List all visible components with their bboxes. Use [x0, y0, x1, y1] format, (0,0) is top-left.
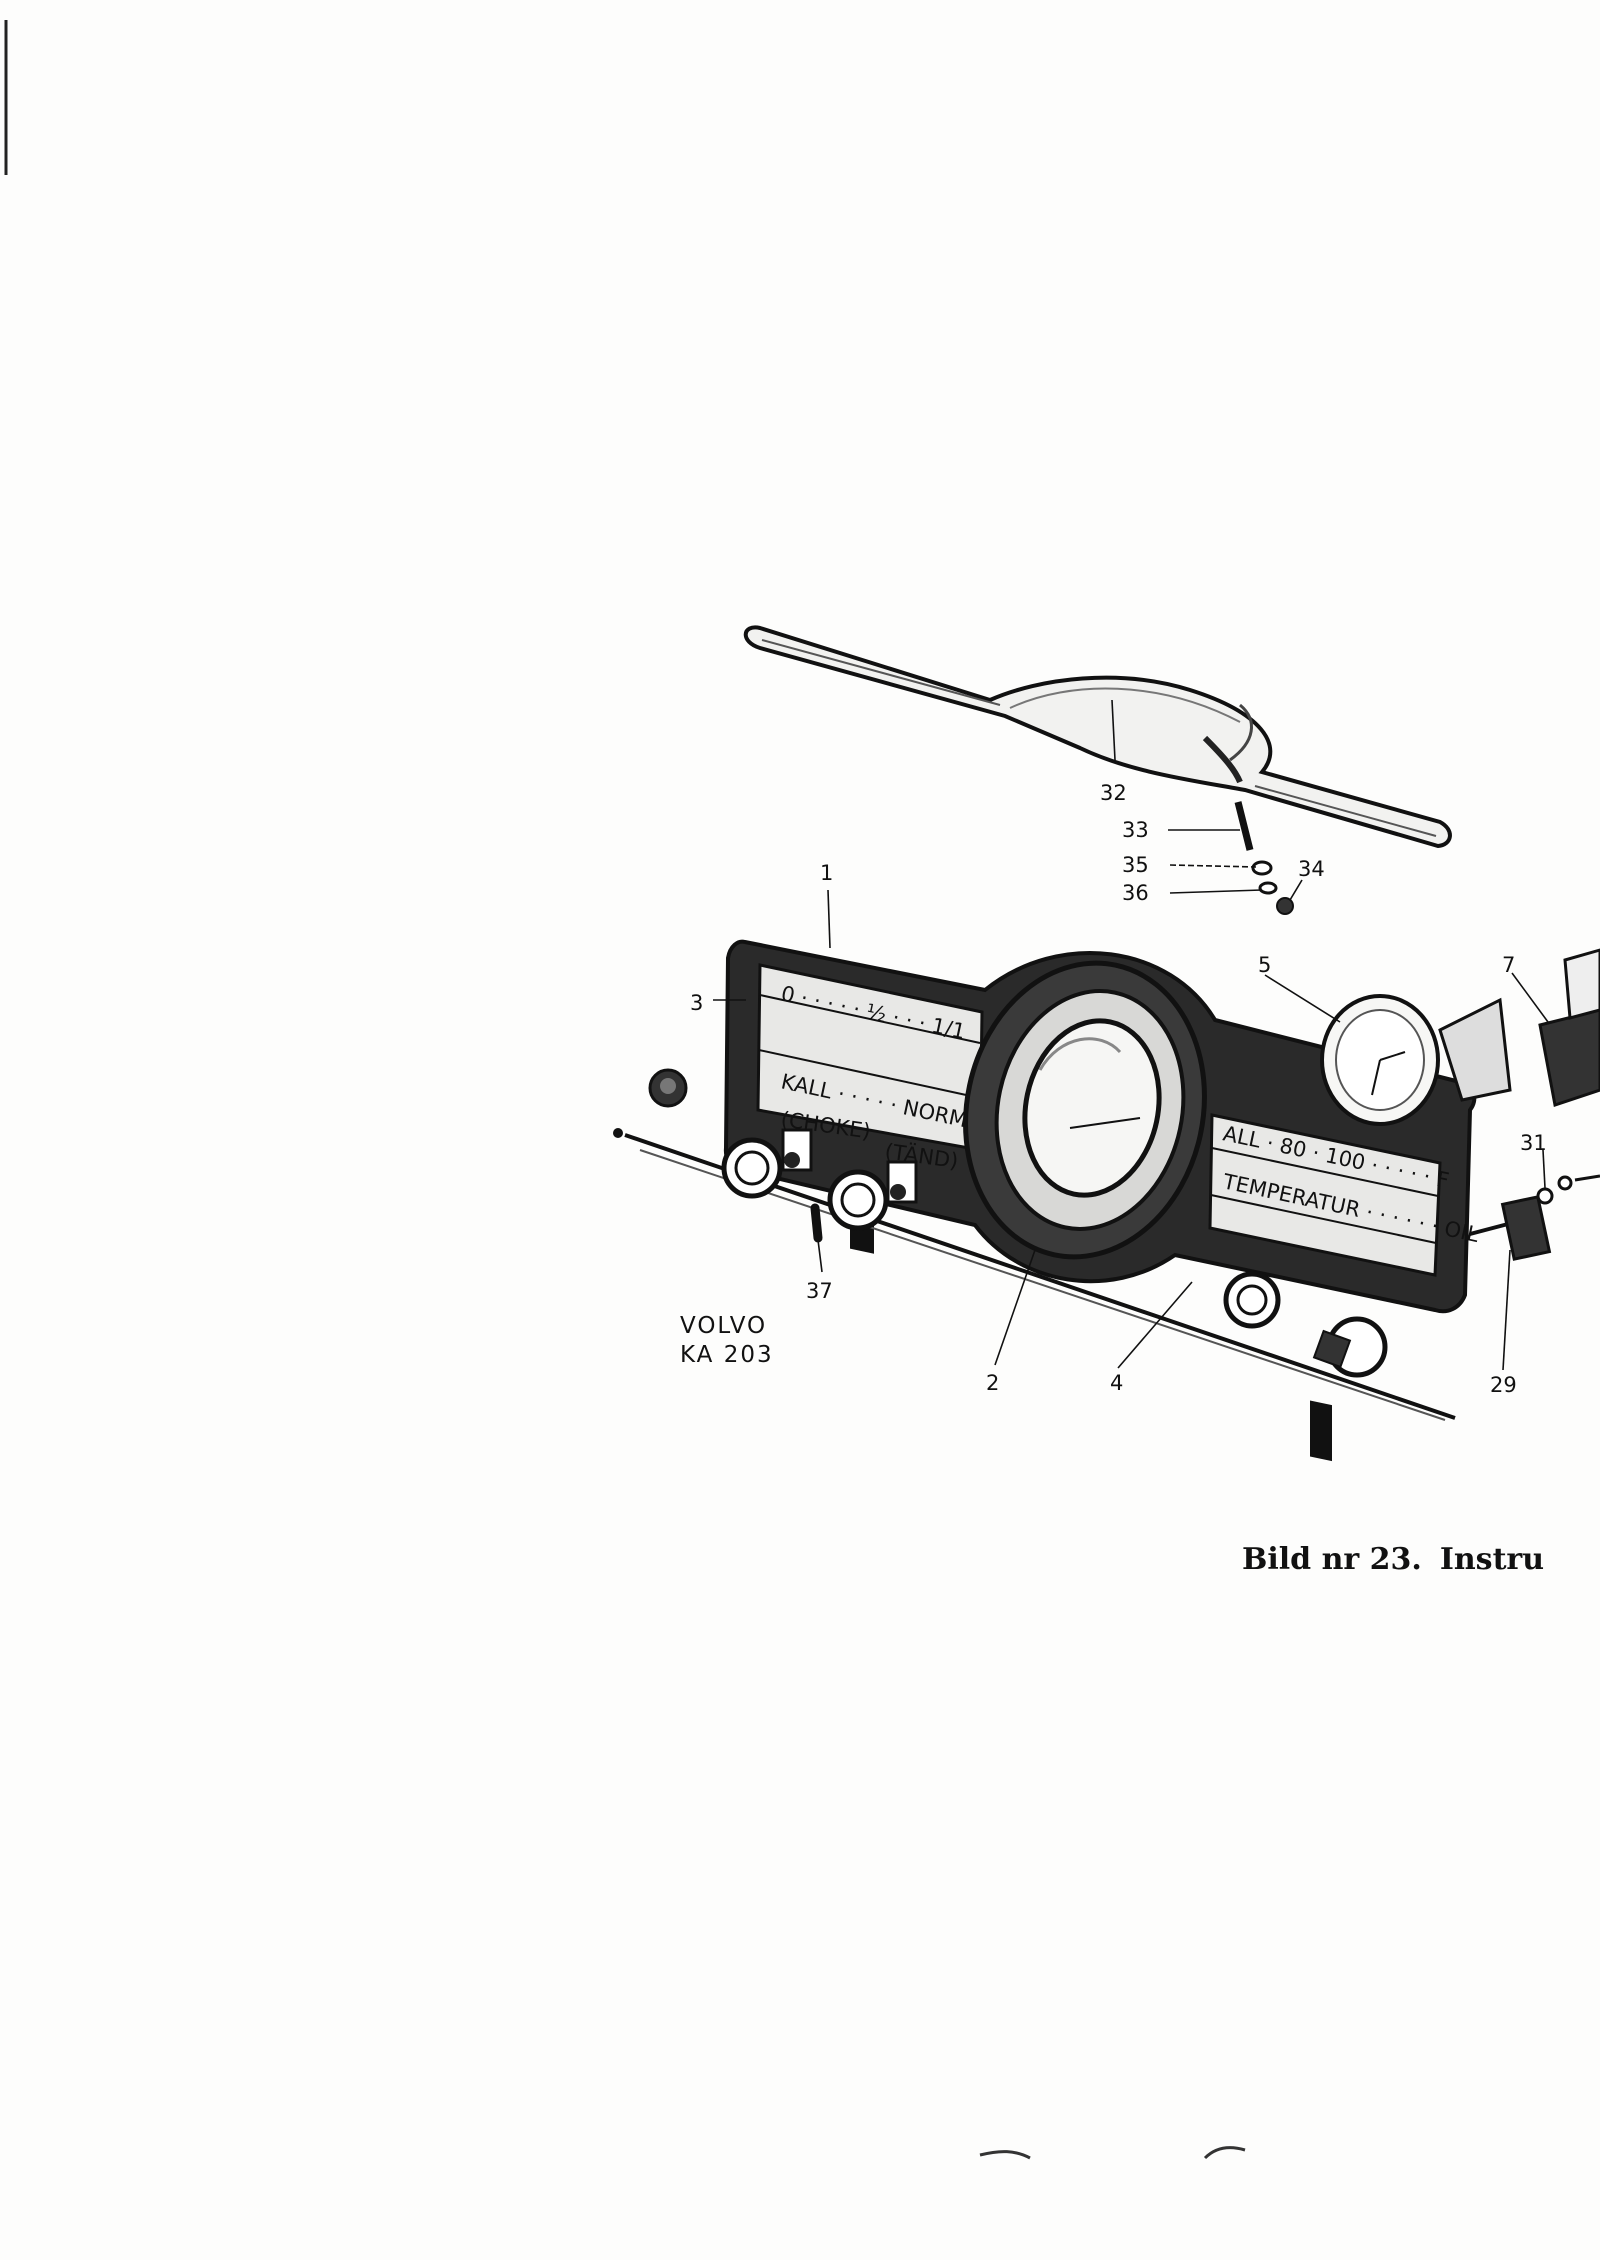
leader-lines	[713, 699, 1549, 1371]
page-mark	[979, 2150, 1031, 2160]
model-label: VOLVO KA 203	[680, 1312, 774, 1370]
caption-title: Instru	[1439, 1542, 1545, 1577]
choke-switch	[721, 1128, 813, 1199]
callout-37: 37	[806, 1279, 833, 1303]
knob	[648, 1068, 688, 1108]
callout-33: 33	[1122, 818, 1149, 842]
callout-4: 4	[1110, 1371, 1123, 1395]
plate-knob-lower	[1223, 1271, 1388, 1378]
screw-and-washers	[1234, 801, 1294, 915]
instrument-panel-housing: 0 · · · · · ½ · · · 1/1 KALL · · · · · N…	[723, 939, 1481, 1462]
callout-5: 5	[1258, 953, 1271, 977]
model-label-line1: VOLVO	[680, 1313, 768, 1339]
bulb-holder-part-29	[1469, 1195, 1552, 1261]
ignition-switch	[810, 1160, 918, 1243]
washer-part-31	[1536, 1174, 1600, 1205]
callout-34: 34	[1298, 857, 1325, 881]
callout-36: 36	[1122, 881, 1149, 905]
callout-7: 7	[1502, 953, 1515, 977]
callout-32: 32	[1100, 781, 1127, 805]
callout-29: 29	[1490, 1373, 1517, 1397]
page-mark	[1203, 2146, 1246, 2160]
bracket-part-7	[1538, 948, 1600, 1107]
speedometer-ring	[963, 960, 1207, 1260]
dashboard-plate	[613, 1068, 1456, 1421]
model-label-line2: KA 203	[680, 1341, 774, 1368]
clock-gauge	[1320, 994, 1512, 1126]
callout-3: 3	[690, 991, 703, 1015]
caption-number: Bild nr 23.	[1242, 1542, 1422, 1577]
callout-31: 31	[1520, 1131, 1547, 1155]
dashboard-trim-strip	[743, 625, 1452, 849]
callout-35: 35	[1122, 853, 1149, 877]
callout-1: 1	[820, 861, 833, 885]
callout-2: 2	[986, 1371, 999, 1395]
figure-caption: Bild nr 23. Instru	[1242, 1542, 1562, 1577]
